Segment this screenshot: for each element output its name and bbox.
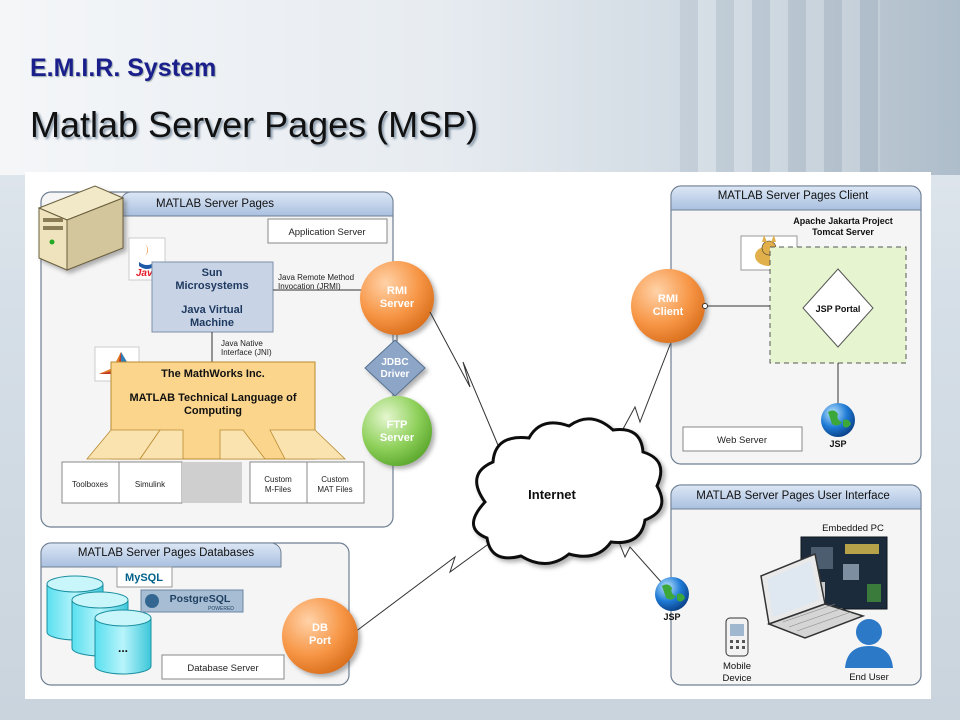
jsp-globe-icon: JSP	[655, 577, 689, 622]
jsp-portal-area: JSP Portal	[769, 246, 907, 364]
rmi-server-node: RMI Server	[360, 261, 434, 335]
jsp-globe-icon: JSP	[821, 403, 855, 449]
svg-text:JDBC: JDBC	[381, 357, 408, 368]
svg-text:Port: Port	[309, 635, 331, 647]
client-panel-title: MATLAB Server Pages Client	[718, 190, 869, 202]
server-tower-icon	[37, 185, 125, 271]
tomcat-label-line1: Apache Jakarta Project	[793, 216, 893, 226]
connector-dot	[702, 303, 708, 309]
db-panel-title: MATLAB Server Pages Databases	[78, 547, 254, 559]
svg-text:Java: Java	[136, 268, 159, 279]
slide-background-band	[0, 0, 960, 175]
svg-text:Machine: Machine	[190, 317, 234, 329]
matlab-module-connectors	[86, 429, 346, 460]
jrmi-label-line1: Java Remote Method	[278, 273, 354, 282]
svg-text:MATLAB Technical Language of: MATLAB Technical Language of	[129, 392, 296, 404]
svg-text:MAT Files: MAT Files	[317, 485, 352, 494]
msp-architecture-diagram: MATLAB Server Pages Application Server J…	[25, 172, 931, 699]
mobile-label-line1: Mobile	[723, 661, 751, 672]
module-separator-shadow	[182, 462, 242, 503]
svg-text:Driver: Driver	[381, 369, 410, 380]
custom-m-files-box: Custom M-Files	[249, 461, 308, 504]
database-cylinders-icon	[46, 575, 152, 675]
postgresql-logo: PostgreSQL POWERED	[140, 589, 244, 613]
ftp-server-node: FTP Server	[362, 396, 432, 466]
svg-text:Microsystems: Microsystems	[175, 280, 248, 292]
internet-cloud: Internet	[472, 417, 664, 565]
svg-text:Computing: Computing	[184, 405, 242, 417]
svg-text:RMI: RMI	[658, 293, 678, 305]
mobile-label-line2: Device	[722, 673, 751, 684]
end-user-icon: End User	[845, 619, 893, 683]
svg-text:Server: Server	[380, 298, 415, 310]
jdbc-driver-node: JDBC Driver	[364, 339, 426, 397]
mobile-phone-icon: Mobile Device	[722, 617, 752, 684]
laptop-icon	[760, 552, 866, 639]
svg-text:MySQL: MySQL	[125, 572, 163, 584]
svg-text:Custom: Custom	[264, 475, 292, 484]
slide-title: Matlab Server Pages (MSP)	[30, 104, 479, 145]
rmi-client-node: RMI Client	[631, 269, 705, 343]
svg-text:The MathWorks Inc.: The MathWorks Inc.	[161, 368, 265, 380]
svg-text:Client: Client	[653, 306, 684, 318]
db-port-node: DB Port	[282, 598, 358, 674]
svg-text:DB: DB	[312, 622, 328, 634]
embedded-pc-label: Embedded PC	[822, 523, 884, 534]
web-server-box: Web Server	[682, 426, 803, 452]
db-ellipsis: ...	[118, 641, 128, 655]
application-server-box	[267, 218, 388, 244]
internet-label: Internet	[528, 487, 576, 502]
jrmi-label-line2: Invocation (JRMI)	[278, 282, 341, 291]
svg-text:PostgreSQL: PostgreSQL	[170, 593, 231, 605]
mysql-logo: MySQL	[116, 566, 173, 588]
application-server-label: Application Server	[288, 227, 365, 238]
msp-panel-title: MATLAB Server Pages	[156, 198, 274, 210]
ui-panel-title: MATLAB Server Pages User Interface	[696, 490, 889, 502]
svg-text:FTP: FTP	[387, 419, 408, 431]
svg-text:POWERED: POWERED	[208, 606, 234, 612]
svg-text:Custom: Custom	[321, 475, 349, 484]
toolboxes-box: Toolboxes	[61, 461, 120, 504]
svg-text:Toolboxes: Toolboxes	[72, 480, 108, 489]
jsp-portal-label: JSP Portal	[816, 304, 861, 314]
tomcat-label-line2: Tomcat Server	[812, 227, 874, 237]
slide-subtitle: E.M.I.R. System	[30, 54, 217, 82]
simulink-box: Simulink	[118, 461, 183, 504]
client-jsp-label: JSP	[829, 439, 846, 449]
svg-text:Server: Server	[380, 432, 415, 444]
custom-mat-files-box: Custom MAT Files	[306, 461, 365, 504]
svg-text:M-Files: M-Files	[265, 485, 291, 494]
jni-label-line2: Interface (JNI)	[221, 348, 272, 357]
svg-text:Sun: Sun	[202, 267, 223, 279]
svg-text:Simulink: Simulink	[135, 480, 166, 489]
database-server-box: Database Server	[161, 654, 285, 680]
end-user-label: End User	[849, 672, 889, 683]
svg-text:Web Server: Web Server	[717, 435, 767, 446]
svg-text:RMI: RMI	[387, 285, 407, 297]
svg-text:Java Virtual: Java Virtual	[181, 304, 243, 316]
java-virtual-machine-box: Sun Microsystems Java Virtual Machine	[151, 261, 274, 333]
svg-text:Database Server: Database Server	[187, 663, 258, 674]
jni-label-line1: Java Native	[221, 339, 263, 348]
ui-jsp-label: JSP	[663, 612, 680, 622]
